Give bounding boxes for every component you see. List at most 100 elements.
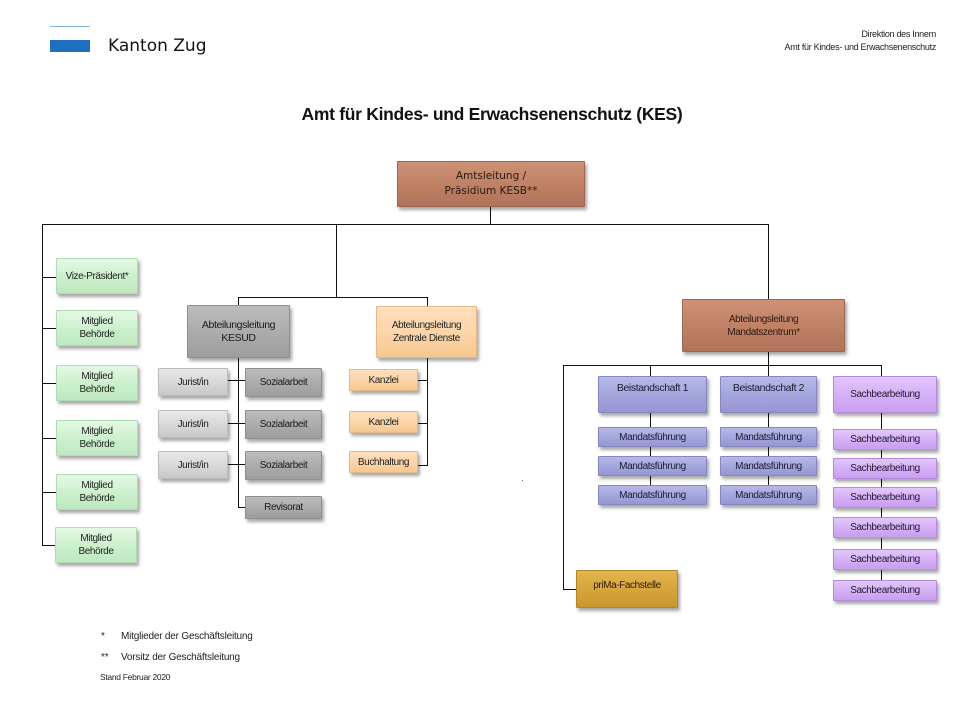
revisorat-box[interactable]: Revisorat [245,496,322,519]
connector [238,297,428,298]
connector [563,589,576,590]
mitglied-behoerde-box[interactable]: Mitglied Behörde [56,365,138,401]
logo-accent-line [50,26,90,27]
connector [227,464,245,465]
connector [42,328,56,329]
box-label: Jurist/in [177,459,209,471]
connector [42,492,56,493]
connector [336,224,337,297]
connector [490,207,491,225]
box-label: priMa-Fachstelle [593,580,661,591]
box-label: Mitglied Behörde [79,426,115,450]
box-label: Sachbearbeitung [850,434,920,445]
mitglied-behoerde-box[interactable]: Mitglied Behörde [56,310,138,346]
abteilungsleitung-mandatszentrum-box[interactable]: Abteilungsleitung Mandatszentrum* [682,299,845,352]
connector [42,277,56,278]
box-label: Mitglied Behörde [79,371,115,395]
box-label: Mitglied Behörde [79,316,115,340]
box-label: Kanzlei [368,374,399,386]
box-label: Mandatsführung [735,431,802,443]
connector [238,297,239,307]
box-label: Sachbearbeitung [850,492,920,503]
box-label: Mandatsführung [735,489,802,501]
page-title: Amt für Kindes- und Erwachsenenschutz (K… [301,104,683,124]
connector [42,383,56,384]
department-line-2: Amt für Kindes- und Erwachsenenschutz [784,42,937,52]
sozialarbeit-box[interactable]: Sozialarbeit [245,451,322,480]
box-label: Revisorat [264,502,303,513]
connector [227,380,245,381]
amtsleitung-box[interactable]: Amtsleitung / Präsidium KESB** [397,161,585,207]
connector [238,358,239,508]
footnote: * Mitglieder der Geschäftsleitung [101,631,253,642]
mandatsfuehrung-box[interactable]: Mandatsführung [598,485,707,505]
connector [238,507,245,508]
abteilungsleitung-zentrale-dienste-box[interactable]: Abteilungsleitung Zentrale Dienste [376,306,477,358]
kanzlei-box[interactable]: Kanzlei [349,411,418,433]
box-label: Vize-Präsident* [65,270,129,282]
sachbearbeitung-box[interactable]: Sachbearbeitung [833,487,937,508]
sachbearbeitung-box[interactable]: Sachbearbeitung [833,429,937,450]
box-label: Beistandschaft 1 [616,382,689,394]
sachbearbeitung-box[interactable]: Sachbearbeitung [833,580,937,601]
box-label: Mandatsführung [619,489,686,501]
connector [42,224,769,225]
jurist-box[interactable]: Jurist/in [158,368,228,396]
sozialarbeit-box[interactable]: Sozialarbeit [245,410,322,439]
prima-fachstelle-box[interactable]: priMa-Fachstelle [576,570,678,608]
connector [418,423,428,424]
box-label: Buchhaltung [357,456,410,468]
connector [563,365,881,366]
box-label: Sachbearbeitung [850,554,920,565]
logo-text: Kanton Zug [108,36,207,56]
jurist-box[interactable]: Jurist/in [158,410,228,438]
connector [768,224,769,300]
connector [42,545,56,546]
connector [418,380,428,381]
mandatsfuehrung-box[interactable]: Mandatsführung [720,456,817,476]
footnote-text: Mitglieder der Geschäftsleitung [121,631,253,642]
kanzlei-box[interactable]: Kanzlei [349,369,418,391]
box-label: Sachbearbeitung [850,522,920,533]
connector [427,358,428,465]
box-label: Sachbearbeitung [850,463,920,474]
sachbearbeitung-head-box[interactable]: Sachbearbeitung [833,376,937,413]
connector [42,224,43,546]
stand-date: Stand Februar 2020 [100,672,171,682]
box-label: Mitglied Behörde [79,480,115,504]
vize-praesident-box[interactable]: Vize-Präsident* [56,258,138,294]
mitglied-behoerde-box[interactable]: Mitglied Behörde [56,420,138,456]
footnote: **Vorsitz der Geschäftsleitung [101,652,240,663]
connector [768,352,769,365]
footnote-text: Vorsitz der Geschäftsleitung [121,652,240,663]
box-label: Abteilungsleitung Zentrale Dienste [391,320,462,344]
box-label: Sachbearbeitung [850,389,920,400]
mandatsfuehrung-box[interactable]: Mandatsführung [598,456,707,476]
box-label: Jurist/in [177,418,209,430]
box-label: Mitglied Behörde [78,533,114,557]
mandatsfuehrung-box[interactable]: Mandatsführung [598,427,707,447]
box-label: Sozialarbeit [259,377,308,388]
box-label: Mandatsführung [735,460,802,472]
sozialarbeit-box[interactable]: Sozialarbeit [245,368,322,397]
sachbearbeitung-box[interactable]: Sachbearbeitung [833,549,937,570]
mandatsfuehrung-box[interactable]: Mandatsführung [720,485,817,505]
jurist-box[interactable]: Jurist/in [158,451,228,479]
buchhaltung-box[interactable]: Buchhaltung [349,451,418,473]
connector [227,423,245,424]
mitglied-behoerde-box[interactable]: Mitglied Behörde [55,527,137,563]
footnote-mark: * [101,631,105,642]
abteilungsleitung-kesud-box[interactable]: Abteilungsleitung KESUD [187,305,290,358]
connector [418,465,428,466]
amtsleitung-label: Amtsleitung / Präsidium KESB** [444,170,538,197]
box-label: Abteilungsleitung Mandatszentrum* [727,313,800,338]
box-label: Jurist/in [177,376,209,388]
beistandschaft-1-box[interactable]: Beistandschaft 1 [598,376,707,413]
beistandschaft-2-box[interactable]: Beistandschaft 2 [720,376,817,413]
sachbearbeitung-box[interactable]: Sachbearbeitung [833,517,937,538]
sachbearbeitung-box[interactable]: Sachbearbeitung [833,458,937,479]
department-line-1: Direktion des Innern [861,29,936,39]
mitglied-behoerde-box[interactable]: Mitglied Behörde [56,474,138,510]
kanton-zug-logo-icon [50,40,90,52]
mandatsfuehrung-box[interactable]: Mandatsführung [720,427,817,447]
